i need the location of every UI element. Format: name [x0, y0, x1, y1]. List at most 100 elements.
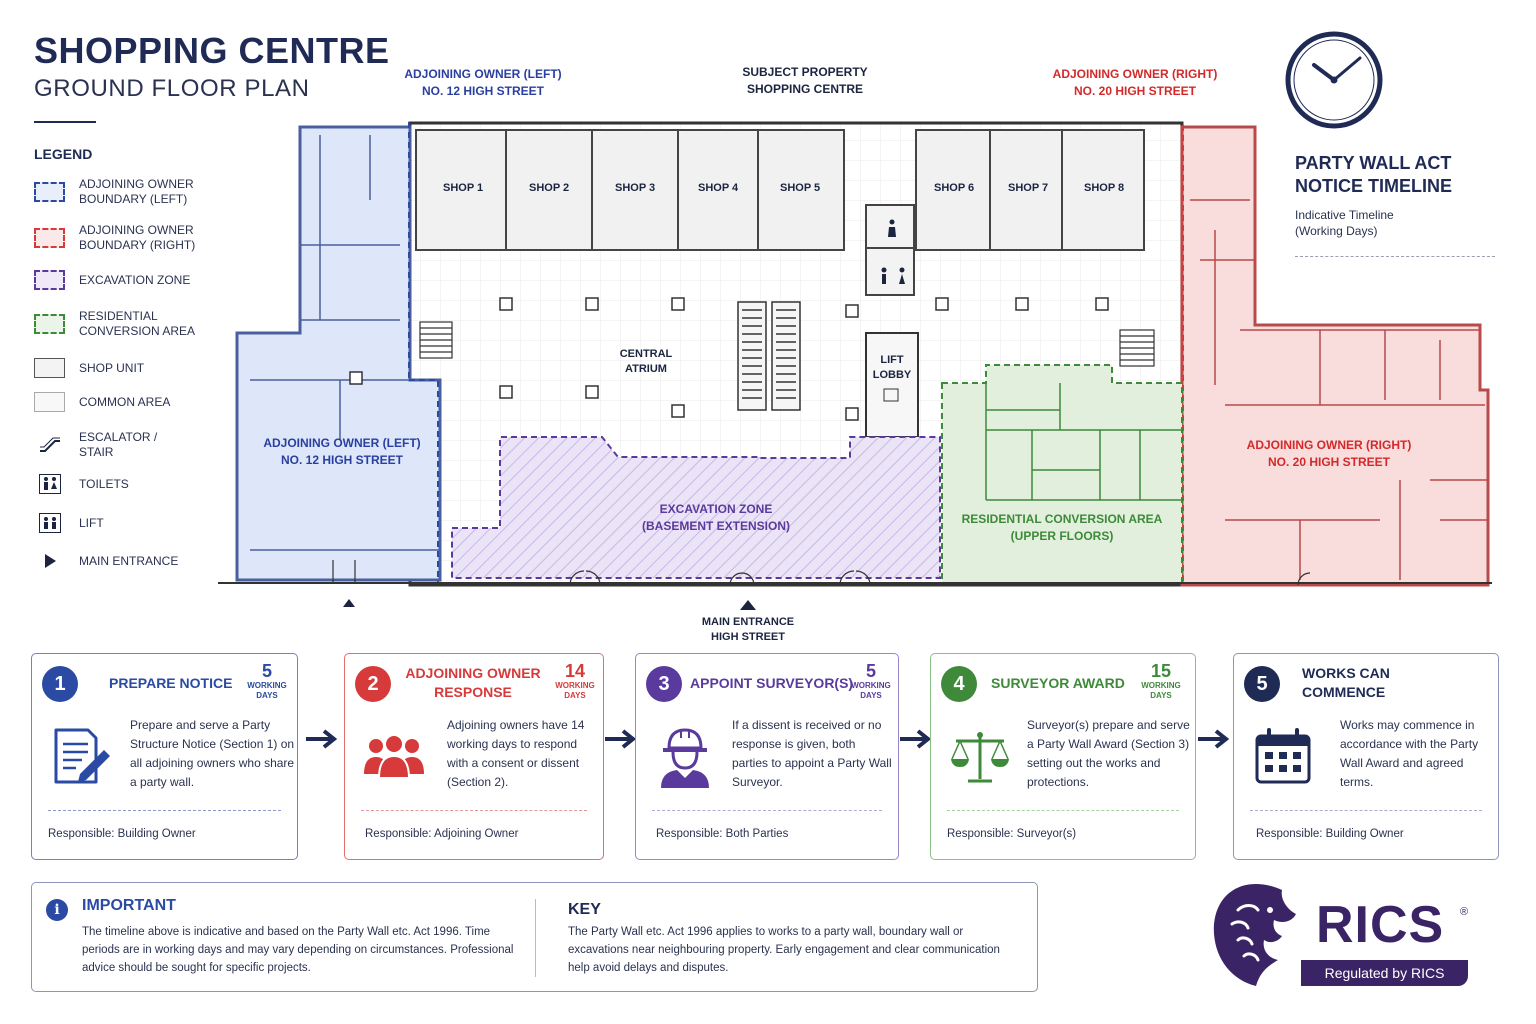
- right-owner-area-label: ADJOINING OWNER (RIGHT) NO. 20 HIGH STRE…: [1246, 438, 1412, 469]
- shop-1-label: SHOP 1: [443, 182, 484, 194]
- legend-item-escalator: ESCALATOR / STAIR: [34, 430, 169, 460]
- escalator-plan-icon: [737, 301, 801, 411]
- step-title: PREPARE NOTICE: [109, 675, 233, 691]
- legend-swatch-red: [34, 228, 65, 248]
- step-title: WORKS CAN COMMENCE: [1302, 665, 1390, 700]
- step-days: 15 WORKING DAYS: [1141, 661, 1181, 701]
- step-number-badge: 3: [646, 666, 682, 702]
- step-card-3: 3 APPOINT SURVEYOR(S) 5 WORKING DAYS If …: [635, 653, 899, 860]
- step-responsible: Responsible: Building Owner: [48, 828, 196, 840]
- central-atrium-label: CENTRAL ATRIUM: [619, 348, 673, 375]
- shop-3-label: SHOP 3: [615, 182, 656, 194]
- info-icon: i: [46, 899, 68, 921]
- important-info-box: i IMPORTANT The timeline above is indica…: [31, 882, 1038, 992]
- step-description: Surveyor(s) prepare and serve a Party Wa…: [1027, 718, 1190, 789]
- important-heading: IMPORTANT: [82, 897, 176, 914]
- legend-swatch-common: [34, 392, 65, 412]
- step-card-1: 1 PREPARE NOTICE 5 WORKING DAYS Prepare …: [31, 653, 298, 860]
- step-title: APPOINT SURVEYOR(S): [690, 675, 854, 691]
- step-card-5: 5 WORKS CAN COMMENCE Works may commence …: [1233, 653, 1499, 860]
- top-center-subject-label: SUBJECT PROPERTY SHOPPING CENTRE: [742, 65, 868, 96]
- toilets-icon: [34, 474, 65, 494]
- lift-lobby-label: LIFT LOBBY: [872, 354, 912, 381]
- legend-swatch-shop: [34, 358, 65, 378]
- floor-plan-drawing: [218, 121, 1492, 610]
- step-number-badge: 2: [355, 666, 391, 702]
- lift-icon: [34, 513, 65, 533]
- legend-item-common-area: COMMON AREA: [34, 392, 199, 412]
- arrow-right-icon: [306, 729, 338, 749]
- excavation-zone-label: EXCAVATION ZONE (BASEMENT EXTENSION): [641, 502, 790, 533]
- arrow-right-icon: [1198, 729, 1230, 749]
- rics-registered-mark: ®: [1460, 906, 1469, 918]
- shop-5-label: SHOP 5: [780, 182, 821, 194]
- residential-area-label: RESIDENTIAL CONVERSION AREA (UPPER FLOOR…: [961, 512, 1163, 543]
- step-description: Adjoining owners have 14 working days to…: [447, 718, 585, 789]
- page-subtitle: GROUND FLOOR PLAN: [34, 75, 310, 102]
- rics-lion-logo-icon: [1208, 880, 1304, 995]
- timeline-rule: [1295, 256, 1495, 257]
- step-days: 5 WORKING DAYS: [851, 661, 891, 701]
- key-heading: KEY: [568, 901, 601, 918]
- toilets-plan-icon: [881, 219, 905, 284]
- legend-item-left-boundary: ADJOINING OWNER BOUNDARY (LEFT): [34, 177, 199, 207]
- step-responsible: Responsible: Surveyor(s): [947, 828, 1077, 840]
- step-number-badge: 1: [42, 666, 78, 702]
- rics-regulated-badge: Regulated by RICS: [1301, 960, 1468, 986]
- legend-item-right-boundary: ADJOINING OWNER BOUNDARY (RIGHT): [34, 223, 199, 253]
- legend-item-entrance: MAIN ENTRANCE: [34, 553, 199, 569]
- timeline-title: PARTY WALL ACT NOTICE TIMELINE: [1295, 153, 1452, 196]
- lift-lobby-box: [865, 332, 919, 438]
- step-number-badge: 4: [941, 666, 977, 702]
- info-divider: [535, 899, 536, 977]
- top-left-owner-label: ADJOINING OWNER (LEFT) NO. 12 HIGH STREE…: [404, 67, 562, 98]
- step-number-badge: 5: [1244, 666, 1280, 702]
- legend-swatch-purple: [34, 270, 65, 290]
- legend-item-toilets: TOILETS: [34, 474, 199, 494]
- calendar-icon: [1248, 722, 1318, 792]
- rics-wordmark: RICS: [1316, 896, 1445, 954]
- shop-4-label: SHOP 4: [698, 182, 739, 194]
- page-title: SHOPPING CENTRE: [34, 30, 390, 71]
- left-owner-area: [235, 125, 442, 582]
- legend-swatch-blue: [34, 182, 65, 202]
- timeline-subtitle: Indicative Timeline (Working Days): [1295, 208, 1394, 238]
- step-days: 5 WORKING DAYS: [247, 661, 287, 701]
- entrance-arrow-icon: [34, 553, 65, 569]
- shop-units: [415, 129, 1145, 251]
- shop-2-label: SHOP 2: [529, 182, 570, 194]
- residential-area: [941, 364, 1183, 584]
- main-entrance-label: MAIN ENTRANCE HIGH STREET: [701, 616, 795, 643]
- escalator-icon: [34, 436, 65, 454]
- legend-item-lift: LIFT: [34, 513, 199, 533]
- step-title: ADJOINING OWNER RESPONSE: [405, 665, 541, 700]
- clock-icon: [1284, 30, 1384, 135]
- document-pen-icon: [46, 722, 116, 792]
- right-owner-area: [1180, 125, 1490, 587]
- left-entrance-marker: [343, 599, 355, 607]
- title-rule: [34, 121, 96, 123]
- step-responsible: Responsible: Both Parties: [656, 828, 789, 840]
- step-description: If a dissent is received or no response …: [732, 718, 892, 789]
- step-card-2: 2 ADJOINING OWNER RESPONSE 14 WORKING DA…: [344, 653, 604, 860]
- step-days: 14 WORKING DAYS: [555, 661, 595, 701]
- legend-item-residential: RESIDENTIAL CONVERSION AREA: [34, 309, 199, 339]
- step-description: Prepare and serve a Party Structure Noti…: [130, 718, 295, 789]
- shop-7-label: SHOP 7: [1008, 182, 1049, 194]
- surveyor-hardhat-icon: [650, 722, 720, 792]
- people-group-icon: [359, 722, 429, 792]
- key-text: The Party Wall etc. Act 1996 applies to …: [568, 926, 1000, 974]
- step-responsible: Responsible: Building Owner: [1256, 828, 1404, 840]
- legend-item-excavation: EXCAVATION ZONE: [34, 270, 199, 290]
- scales-icon: [945, 722, 1015, 792]
- top-right-owner-label: ADJOINING OWNER (RIGHT) NO. 20 HIGH STRE…: [1052, 67, 1218, 98]
- step-description: Works may commence in accordance with th…: [1340, 718, 1479, 789]
- step-title: SURVEYOR AWARD: [991, 675, 1125, 691]
- legend-item-shop-unit: SHOP UNIT: [34, 358, 199, 378]
- main-entrance-marker: [740, 600, 756, 610]
- step-responsible: Responsible: Adjoining Owner: [365, 828, 519, 840]
- important-text: The timeline above is indicative and bas…: [82, 926, 514, 974]
- left-owner-area-label: ADJOINING OWNER (LEFT) NO. 12 HIGH STREE…: [263, 436, 421, 467]
- step-card-4: 4 SURVEYOR AWARD 15 WORKING DAYS Surveyo…: [930, 653, 1196, 860]
- arrow-right-icon: [605, 729, 637, 749]
